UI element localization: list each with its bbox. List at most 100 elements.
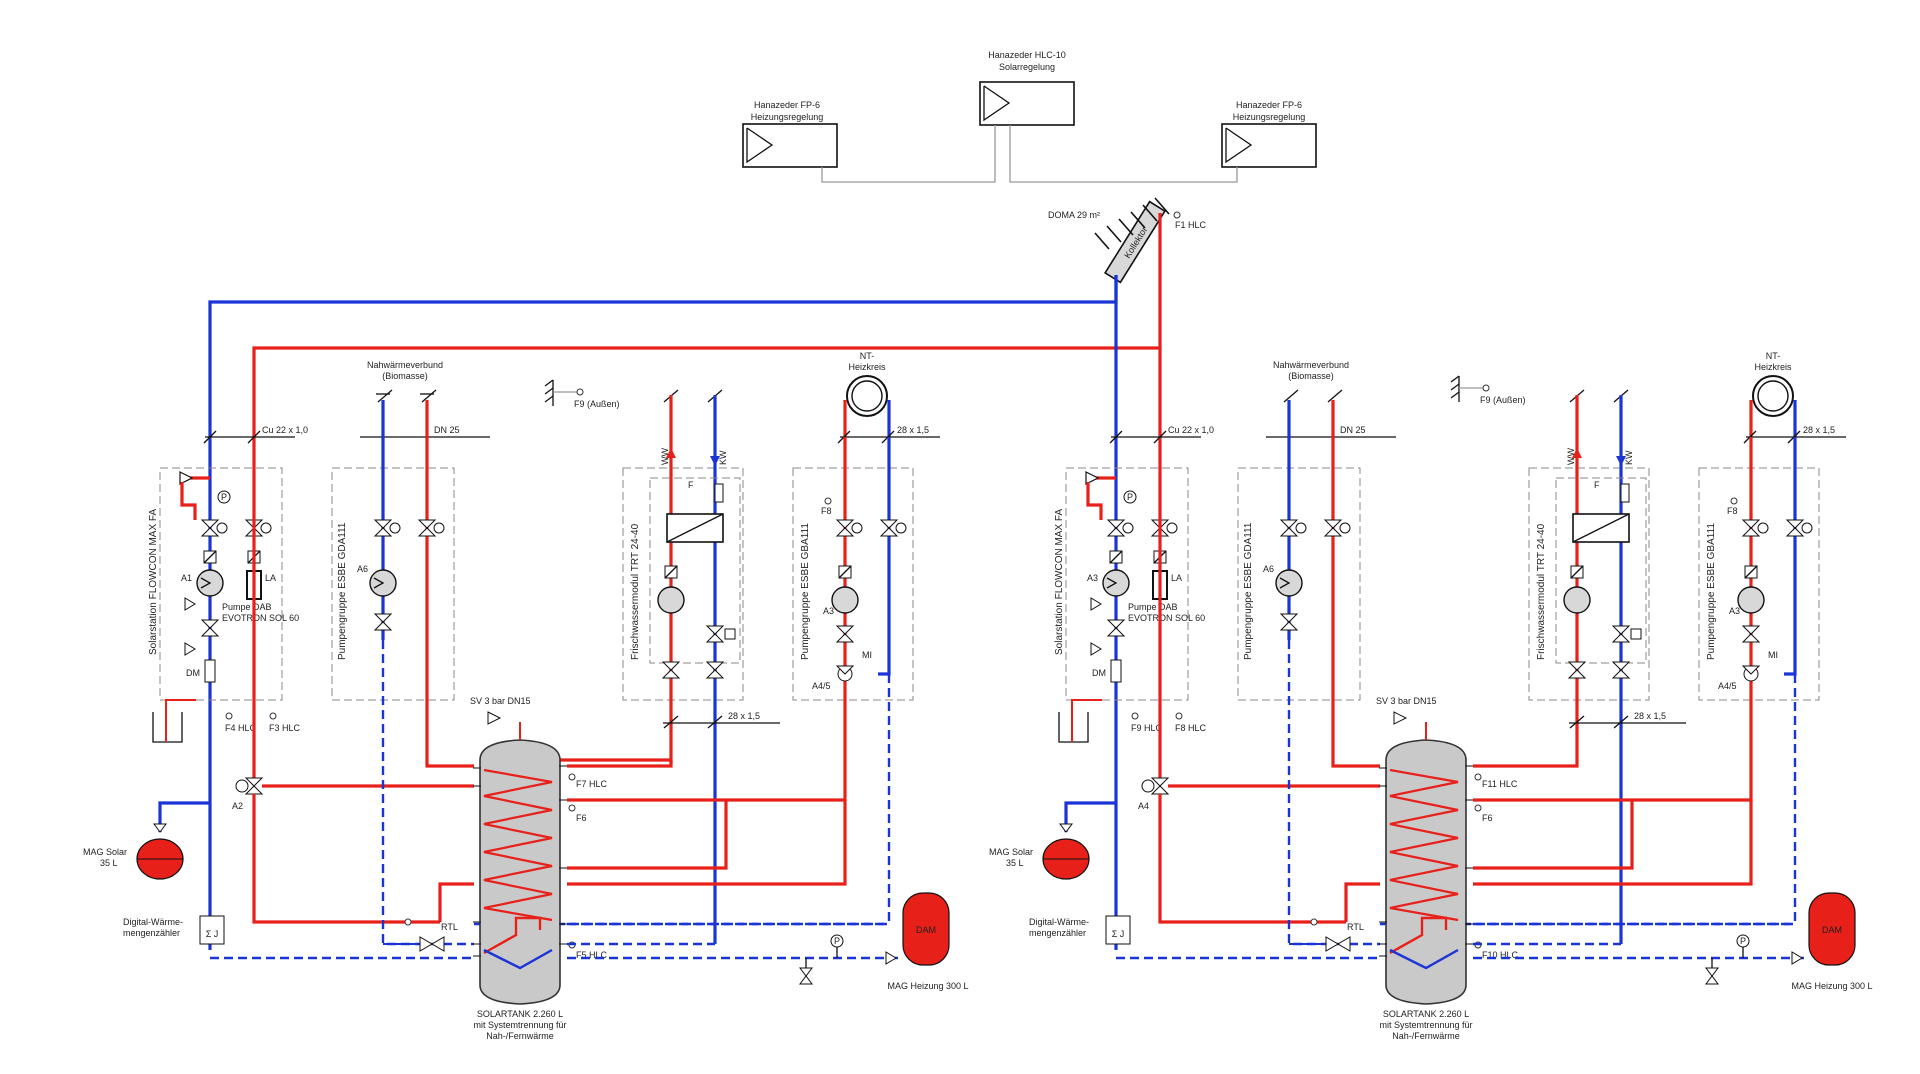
right-meter-1: Digital-Wärme- [1029,917,1089,927]
svg-text:P: P [834,936,840,946]
left-f8: F8 [821,506,832,516]
left-pipe-main-label: Cu 22 x 1,0 [262,425,308,435]
controller-right-name: Hanazeder FP-6 [1236,100,1302,110]
controller-center-name: Hanazeder HLC-10 [988,50,1066,60]
right-nahwaerme-2: (Biomasse) [1288,371,1334,381]
right-pipe-main-label: Cu 22 x 1,0 [1168,425,1214,435]
right-pump-a: A3 [1087,573,1098,583]
left-mag-solar-2: 35 L [100,858,118,868]
left-mi: MI [862,650,872,660]
left-a3: A3 [823,606,834,616]
left-nahwaerme-1: Nahwärmeverbund [367,360,443,370]
right-rtl: RTL [1347,922,1364,932]
left-f: F [688,480,694,490]
left-sv: SV 3 bar DN15 [470,696,531,706]
controller-center-desc: Solarregelung [999,62,1055,72]
right-dm: DM [1092,668,1106,678]
right-a3: A3 [1729,606,1740,616]
left-tank-3: Nah-/Fernwärme [486,1031,554,1041]
left-meter-symbol: Σ J [206,929,219,939]
right-mag-heating-icon [1808,892,1856,966]
left-f4: F4 HLC [225,723,257,733]
right-nt-1: NT- [1766,351,1781,361]
left-la: LA [265,573,276,583]
left-mag-heating-icon [902,892,950,966]
left-a45: A4/5 [812,681,831,691]
left-nt-1: NT- [860,351,875,361]
right-f4: F9 HLC [1131,723,1163,733]
right-mag-solar-1: MAG Solar [989,847,1033,857]
right-f5: F10 HLC [1482,950,1519,960]
right-nt-pump-icon [1737,586,1765,614]
right-mag-heat: MAG Heizung 300 L [1791,981,1872,991]
left-f7: F7 HLC [576,779,608,789]
left-mag-solar-1: MAG Solar [83,847,127,857]
left-nahwaerme-2: (Biomasse) [382,371,428,381]
solar-flow-trunk [252,213,1162,470]
right-meter-symbol: Σ J [1112,929,1125,939]
left-solarstation-label: Solarstation FLOWCON MAX FA [148,509,159,655]
right-a45: A4/5 [1718,681,1737,691]
right-tank-1: SOLARTANK 2.260 L [1383,1009,1469,1019]
right-f: F [1594,480,1600,490]
sun-rays-icon [1094,197,1170,250]
left-nt-2: Heizkreis [848,362,886,372]
left-meter-1: Digital-Wärme- [123,917,183,927]
signal-line-left [821,125,996,183]
right-pipe-fresh: 28 x 1,5 [1634,711,1666,721]
right-tank-2: mit Systemtrennung für [1379,1020,1472,1030]
left-pipe-nt: 28 x 1,5 [897,425,929,435]
right-mi: MI [1768,650,1778,660]
right-mag-solar-2: 35 L [1006,858,1024,868]
left-fresh-label: Frischwassermodul TRT 24-40 [630,523,641,660]
right-pump-name-1: Pumpe DAB [1128,602,1178,612]
left-a2: A2 [232,801,243,811]
right-f8: F8 [1727,506,1738,516]
right-nahwaerme-1: Nahwärmeverbund [1273,360,1349,370]
left-a6: A6 [357,564,368,574]
right-fresh-label: Frischwassermodul TRT 24-40 [1536,523,1547,660]
left-dm: DM [186,668,200,678]
left-tank-1: SOLARTANK 2.260 L [477,1009,563,1019]
right-pump-name-2: EVOTRON SOL 60 [1128,613,1205,623]
right-la: LA [1171,573,1182,583]
left-pump-a: A1 [181,573,192,583]
left-pump-name-1: Pumpe DAB [222,602,272,612]
right-pipe-nt: 28 x 1,5 [1803,425,1835,435]
controller-right: Hanazeder FP-6 Heizungsregelung [1221,100,1317,168]
right-dam: DAM [1822,925,1842,935]
controller-right-desc: Heizungsregelung [1233,112,1306,122]
left-f5: F5 HLC [576,950,608,960]
svg-text:P: P [1740,936,1746,946]
left-dn25: DN 25 [434,425,460,435]
right-fresh-pump-icon [1563,586,1591,614]
solar-collector: DOMA 29 m² Kollektor F1 HLC [1048,197,1207,284]
left-tank-2: mit Systemtrennung für [473,1020,566,1030]
left-dam: DAM [916,925,936,935]
left-meter-2: mengenzähler [123,928,180,938]
right-f7: F11 HLC [1482,779,1518,789]
controller-left: Hanazeder FP-6 Heizungsregelung [742,100,838,168]
left-nt-pump-icon [831,586,859,614]
right-dn25: DN 25 [1340,425,1366,435]
left-system: Cu 22 x 1,0 Solarstation FLOWCON MAX FA … [83,351,969,1041]
left-ww: WW [660,448,670,465]
right-kw: KW [1624,450,1634,465]
right-a6: A6 [1263,564,1274,574]
collector-area: DOMA 29 m² [1048,210,1100,220]
right-system: Cu 22 x 1,0 Solarstation FLOWCON MAX FA … [989,351,1873,1041]
right-meter-2: mengenzähler [1029,928,1086,938]
left-pumpgroup-2: Pumpengruppe ESBE GBA111 [800,523,811,660]
controller-left-desc: Heizungsregelung [751,112,824,122]
right-f3: F8 HLC [1175,723,1207,733]
right-nt-2: Heizkreis [1754,362,1792,372]
right-solarstation-label: Solarstation FLOWCON MAX FA [1054,509,1065,655]
svg-text:P: P [221,492,227,502]
left-pumpgroup-1: Pumpengruppe ESBE GDA111 [337,522,348,660]
left-f3: F3 HLC [269,723,301,733]
right-sv: SV 3 bar DN15 [1376,696,1437,706]
left-f9: F9 (Außen) [574,399,620,409]
svg-text:P: P [1127,492,1133,502]
left-mag-heat: MAG Heizung 300 L [887,981,968,991]
left-kw: KW [718,450,728,465]
